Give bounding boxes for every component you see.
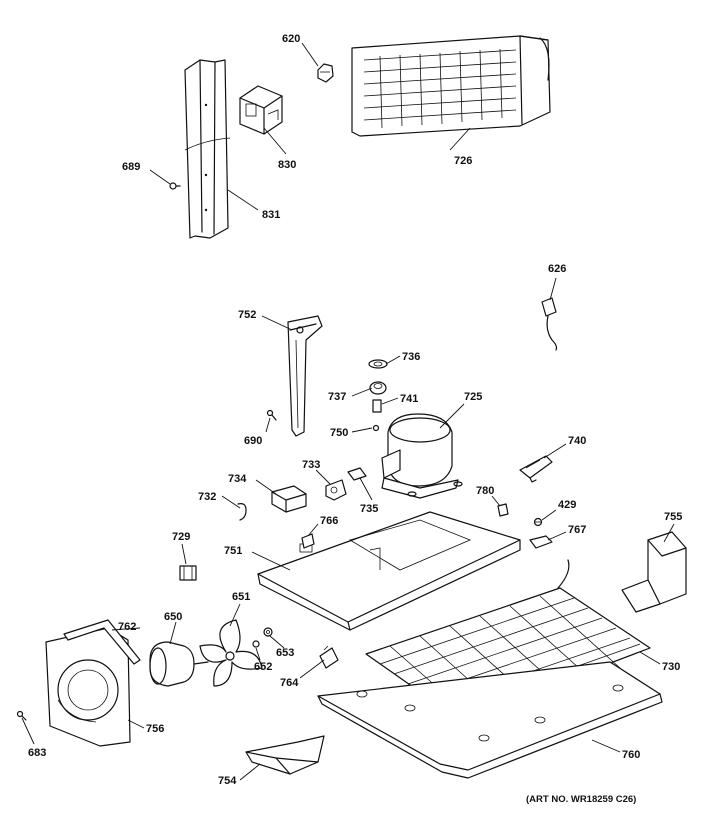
part-762-gasket	[63, 619, 141, 665]
part-752-bracket	[287, 315, 323, 437]
label-751: 751	[224, 545, 242, 557]
part-690-screw	[266, 409, 277, 421]
label-689: 689	[122, 161, 140, 173]
part-750-clip	[372, 424, 380, 432]
label-683: 683	[28, 747, 46, 759]
label-736: 736	[402, 351, 420, 363]
part-732-clip	[237, 503, 247, 521]
part-756-fan-shroud	[45, 627, 131, 747]
label-756: 756	[146, 723, 164, 735]
part-740-relay	[519, 455, 553, 483]
part-830-switch	[239, 85, 283, 135]
part-683-screw	[16, 710, 27, 721]
label-764-upper: 764	[280, 677, 299, 689]
label-735: 735	[360, 503, 378, 515]
part-755-bracket	[621, 531, 687, 613]
part-733-block	[325, 479, 347, 501]
part-689-screw	[169, 182, 181, 190]
label-766: 766	[320, 515, 338, 527]
label-653: 653	[276, 647, 294, 659]
part-767-clip	[529, 535, 553, 549]
part-653-nut	[263, 627, 273, 637]
label-652: 652	[254, 661, 272, 673]
label-737: 737	[328, 391, 346, 403]
part-780-clip	[497, 503, 509, 517]
art-number: (ART NO. WR18259 C26)	[526, 794, 636, 805]
part-764-clip	[319, 645, 339, 669]
part-741-sleeve	[372, 399, 382, 413]
label-762: 762	[118, 621, 136, 633]
part-831-channel	[184, 59, 231, 239]
part-620-fitting	[317, 63, 334, 83]
label-755: 755	[664, 511, 682, 523]
label-750: 750	[330, 427, 348, 439]
label-626: 626	[548, 263, 566, 275]
label-429: 429	[558, 499, 576, 511]
part-650-fan-motor	[149, 641, 209, 687]
part-736-grommet	[368, 359, 388, 369]
label-620: 620	[282, 33, 300, 45]
label-740: 740	[568, 435, 586, 447]
part-725-compressor	[381, 413, 463, 499]
label-730: 730	[662, 661, 680, 673]
label-752: 752	[238, 309, 256, 321]
part-651-fan-blade	[199, 619, 263, 687]
part-754-cover	[245, 735, 325, 775]
label-741: 741	[400, 393, 418, 405]
label-734: 734	[228, 473, 247, 485]
label-780: 780	[476, 485, 494, 497]
part-737-grommet	[369, 381, 387, 395]
part-735-bracket	[347, 467, 367, 481]
part-626-cord	[541, 297, 558, 351]
part-751-base-pan	[257, 511, 521, 631]
part-429-screw	[533, 517, 543, 527]
part-734-block	[271, 485, 307, 513]
label-651: 651	[232, 591, 250, 603]
label-650: 650	[164, 611, 182, 623]
label-733: 733	[302, 459, 320, 471]
label-754: 754	[218, 775, 237, 787]
leader-lines	[21, 42, 675, 781]
part-652-washer	[252, 640, 260, 648]
part-729-block	[179, 565, 197, 581]
label-690: 690	[244, 435, 262, 447]
part-726-evaporator	[351, 35, 551, 137]
label-760: 760	[622, 749, 640, 761]
part-labels: 620 726 830 689 831 626 752 736 737 741 …	[28, 33, 682, 787]
label-831: 831	[262, 209, 280, 221]
label-732: 732	[198, 491, 216, 503]
label-725: 725	[464, 391, 482, 403]
label-767: 767	[568, 524, 586, 536]
label-830: 830	[278, 159, 296, 171]
label-729: 729	[172, 531, 190, 543]
part-760-tray	[317, 661, 663, 779]
label-726: 726	[454, 155, 472, 167]
